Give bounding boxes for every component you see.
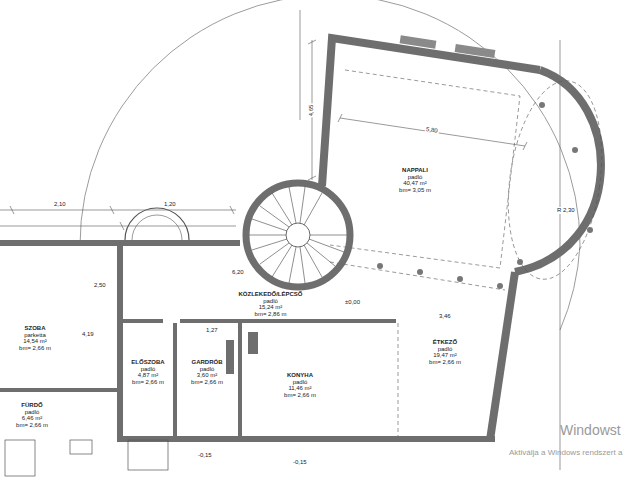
room-name: ELŐSZOBA: [130, 359, 166, 366]
room-data: padló: [190, 366, 224, 373]
room-label: FÜRDŐpadló6,46 m²bm= 2,66 m: [13, 401, 51, 429]
dimension-lines: [0, 10, 560, 470]
room-label: ÉTKEZŐpadló19,47 m²bm= 2,66 m: [426, 338, 464, 366]
room-data: bm= 2,66 m: [18, 345, 52, 352]
garden-arc: [560, 245, 580, 330]
dimension-label: 5,80: [425, 126, 440, 135]
dimension-label: R 2,30: [556, 207, 576, 214]
room-name: GARDRÓB: [190, 359, 224, 366]
room-data: padló: [237, 298, 304, 305]
room-data: bm= 2,86 m: [237, 311, 304, 318]
dimension-label: 3,46: [438, 313, 452, 320]
room-data: 15,24 m²: [237, 304, 304, 311]
room-name: KÖZLEKEDŐ/LÉPCSŐ: [237, 291, 304, 298]
room-data: 11,46 m²: [283, 385, 317, 392]
room-name: SZOBA: [18, 325, 52, 332]
dimension-label: ±0,00: [344, 299, 361, 306]
dimension-label: 4,65: [308, 104, 315, 118]
room-data: bm= 2,66 m: [190, 379, 224, 386]
room-data: 3,60 m²: [190, 372, 224, 379]
room-name: FÜRDŐ: [15, 402, 49, 409]
dimension-label: -0,15: [292, 459, 308, 466]
room-label: KÖZLEKEDŐ/LÉPCSŐpadló15,24 m²bm= 2,86 m: [235, 290, 306, 318]
walls: [0, 240, 495, 442]
room-data: bm= 2,66 m: [283, 392, 317, 399]
room-label: GARDRÓBpadló3,60 m²bm= 2,66 m: [188, 358, 226, 386]
room-label: ELŐSZOBApadló4,87 m²bm= 2,66 m: [128, 358, 168, 386]
dimension-label: 2,50: [93, 282, 107, 289]
room-data: 14,54 m²: [18, 338, 52, 345]
room-data: padló: [15, 409, 49, 416]
bathroom-fixtures: [5, 440, 168, 476]
dimension-label: 2,10: [53, 201, 67, 208]
dimension-label: 1,27: [205, 327, 219, 334]
room-data: 40,47 m²: [398, 180, 432, 187]
room-data: 6,46 m²: [15, 415, 49, 422]
entrance-bay: [125, 208, 189, 240]
watermark-text: Windowst: [559, 423, 622, 438]
living-room-walls: [322, 38, 601, 440]
room-label: SZOBAparketta14,54 m²bm= 2,66 m: [16, 324, 54, 352]
room-data: bm= 2,66 m: [15, 422, 49, 429]
room-label: KONYHApadló11,46 m²bm= 2,66 m: [281, 371, 319, 399]
dimension-label: 4,19: [81, 331, 95, 338]
room-name: NAPPALI: [398, 167, 432, 174]
hidden-lines: [330, 70, 613, 436]
entrance-bay: [132, 215, 182, 240]
garden-arc: [80, 0, 580, 245]
room-data: padló: [398, 174, 432, 181]
watermark-text: Aktiválja a Windows rendszert a: [508, 448, 623, 457]
room-data: bm= 2,66 m: [428, 359, 462, 366]
room-data: 4,87 m²: [130, 372, 166, 379]
wall-openings: [400, 35, 496, 58]
dimension-label: 6,20: [231, 269, 245, 276]
dimension-label: 1,20: [163, 201, 177, 208]
room-data: 19,47 m²: [428, 352, 462, 359]
room-data: parketta: [18, 332, 52, 339]
room-name: KONYHA: [283, 372, 317, 379]
room-data: bm= 2,66 m: [130, 379, 166, 386]
room-label: NAPPALIpadló40,47 m²bm= 3,05 m: [396, 166, 434, 194]
room-data: padló: [130, 366, 166, 373]
room-data: padló: [283, 379, 317, 386]
room-name: ÉTKEZŐ: [428, 339, 462, 346]
dimension-label: -0,15: [197, 452, 213, 459]
column-dots: [377, 102, 593, 289]
room-data: padló: [428, 346, 462, 353]
spiral-stair: [246, 183, 350, 287]
room-data: bm= 3,05 m: [398, 187, 432, 194]
